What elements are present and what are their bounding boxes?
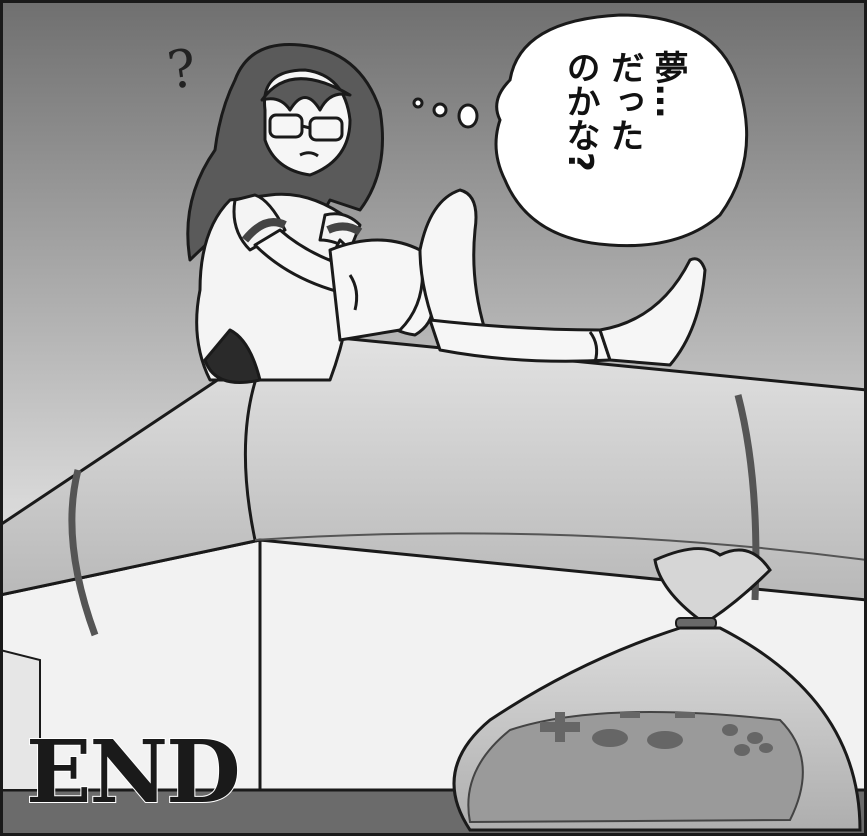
sofa-seam: [254, 532, 867, 561]
thought-trail: [412, 97, 479, 129]
girl-bangs: [260, 77, 352, 112]
thought-bubble: [494, 13, 749, 248]
thought-line-1: 夢…: [648, 50, 688, 118]
girl-figure: [186, 42, 707, 384]
end-caption: END: [25, 721, 242, 824]
girl-shorts: [203, 328, 262, 384]
game-controller: [467, 711, 804, 824]
rope-left: [68, 469, 99, 637]
thought-line-3: のかな?: [560, 50, 600, 172]
thought-bubble-text: 夢… だった のかな?: [560, 50, 690, 230]
girl-extended-foot: [598, 257, 707, 367]
thought-line-2: だった: [604, 50, 644, 152]
girl-raised-foot: [418, 188, 487, 342]
sofa-base-left-face: [0, 648, 41, 791]
girl-glasses-right: [308, 116, 344, 142]
controller-button: [592, 729, 628, 747]
